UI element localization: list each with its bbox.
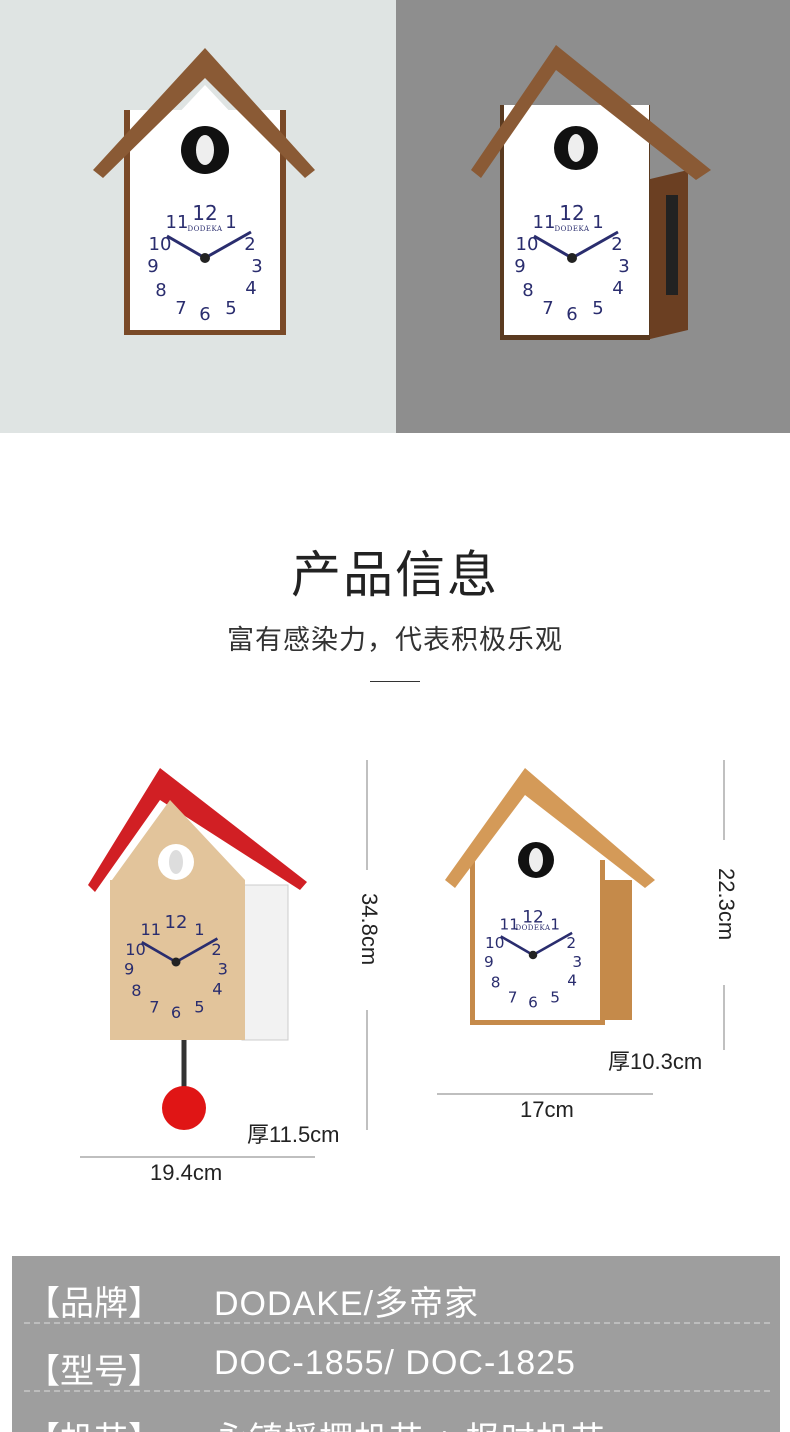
section-title: 产品信息	[291, 546, 499, 604]
spec-value: 永镇摇摆机芯 + 报时机芯	[214, 1412, 606, 1432]
photo-left-panel: DODEKA	[0, 0, 396, 433]
dimension-diagram	[80, 760, 725, 1158]
divider	[370, 681, 420, 682]
clock-brand-label: DODEKA	[187, 225, 223, 233]
clock-brand-label: DODEKA	[515, 924, 551, 932]
wooden-cuckoo-clock-angle	[471, 45, 711, 340]
wood-clock-depth: 厚10.3cm	[608, 1049, 703, 1074]
red-clock-depth: 厚11.5cm	[247, 1122, 340, 1147]
photo-right-panel: DODEKA	[396, 0, 790, 433]
row-divider	[24, 1390, 770, 1392]
spec-value: DOC-1855/ DOC-1825	[214, 1344, 576, 1382]
wood-clock-width: 17cm	[520, 1097, 574, 1122]
red-clock-height: 34.8cm	[357, 893, 382, 966]
spec-table: 【品牌】 DODAKE/多帝家 【型号】 DOC-1855/ DOC-1825 …	[12, 1256, 780, 1432]
spec-value: DODAKE/多帝家	[214, 1285, 480, 1323]
section-subtitle: 富有感染力，代表积极乐观	[227, 625, 563, 656]
spec-row-brand: 【品牌】 DODAKE/多帝家	[12, 1256, 780, 1324]
wooden-cuckoo-clock-front	[93, 48, 315, 335]
spec-row-model: 【型号】 DOC-1855/ DOC-1825	[12, 1324, 780, 1392]
row-divider	[24, 1322, 770, 1324]
spec-key: 【型号】	[26, 1353, 162, 1391]
spec-row-movement: 【机芯】 永镇摇摆机芯 + 报时机芯	[12, 1392, 780, 1432]
clock-brand-label: DODEKA	[554, 225, 590, 233]
wood-clock-height: 22.3cm	[714, 868, 739, 941]
spec-key: 【品牌】	[26, 1285, 162, 1323]
red-clock-width: 19.4cm	[150, 1160, 223, 1185]
spec-key: 【机芯】	[26, 1412, 162, 1432]
